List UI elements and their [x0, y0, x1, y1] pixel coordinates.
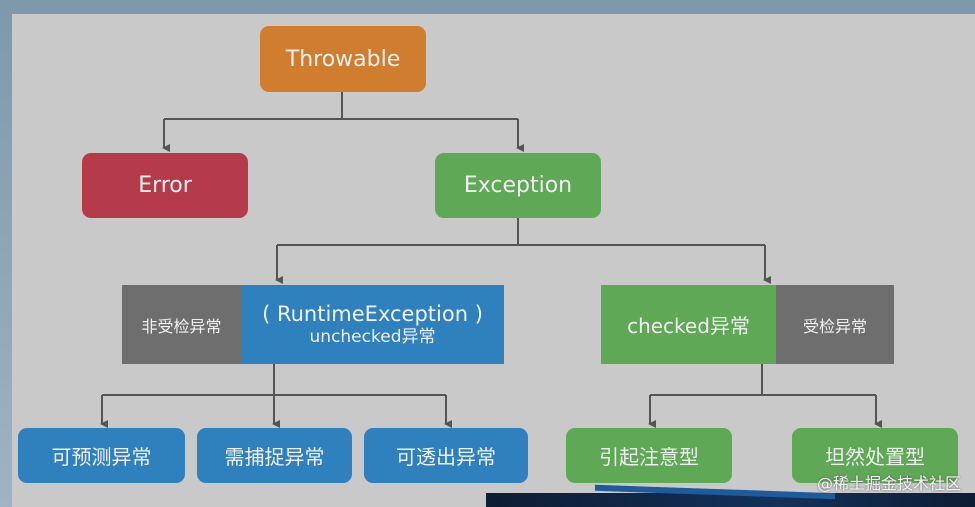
- checked-exception-node: checked异常: [601, 285, 776, 364]
- need-catch-exception-node: 需捕捉异常: [197, 428, 352, 483]
- checked-tag: 受检异常: [776, 285, 894, 364]
- exception-node: Exception: [435, 153, 601, 218]
- predictable-exception-node: 可预测异常: [18, 428, 185, 483]
- throwable-node: Throwable: [260, 26, 426, 92]
- connector-throwable-split: [164, 92, 518, 120]
- connector-checked-split: [650, 364, 876, 396]
- runtime-exception-node: ( RuntimeException ) unchecked异常: [241, 285, 504, 364]
- unchecked-tag: 非受检异常: [122, 285, 241, 364]
- runtime-exception-label: ( RuntimeException ): [262, 301, 483, 326]
- error-node: Error: [82, 153, 248, 218]
- attention-type-node: 引起注意型: [566, 428, 732, 483]
- unchecked-exception-label: unchecked异常: [309, 327, 436, 347]
- connector-exception-split: [277, 218, 765, 246]
- handle-calmly-type-node: 坦然处置型: [792, 428, 958, 483]
- bottom-dark-bar: [486, 493, 975, 507]
- watermark-text: @稀土掘金技术社区: [816, 474, 961, 493]
- diagram-background: [12, 14, 975, 507]
- propagate-exception-node: 可透出异常: [364, 428, 528, 483]
